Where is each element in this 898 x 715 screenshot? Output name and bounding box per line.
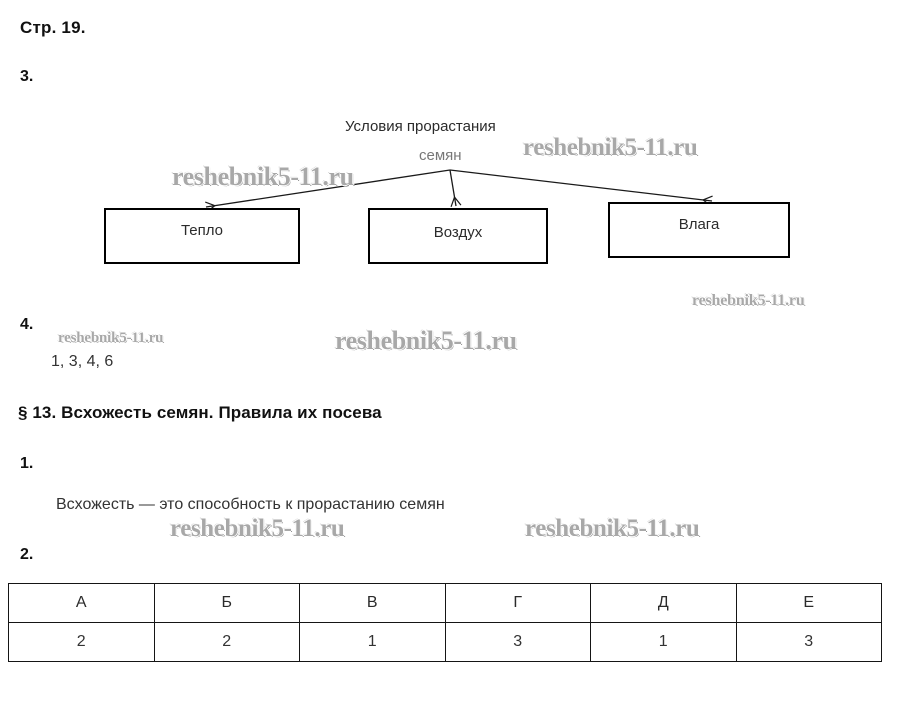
table-header-cell: Г xyxy=(444,583,591,623)
answer-question-4: 1, 3, 4, 6 xyxy=(51,353,114,370)
table-value-cell: 2 xyxy=(8,622,155,662)
table-row-headers: А Б В Г Д Е xyxy=(8,583,882,623)
diagram-node-teplo: Тепло xyxy=(104,208,300,264)
arrow-to-teplo xyxy=(206,169,451,207)
table-header-cell: Д xyxy=(590,583,737,623)
table-header-cell: В xyxy=(299,583,446,623)
diagram-node-teplo-label: Тепло xyxy=(180,221,224,239)
germination-conditions-diagram: Условия прорастания семян Тепло Воздух В… xyxy=(0,100,898,290)
diagram-node-vlaga: Влага xyxy=(608,202,790,258)
arrow-to-vlaga xyxy=(449,169,712,201)
table-header-cell: Б xyxy=(153,583,300,623)
diagram-arrows xyxy=(0,169,898,290)
arrow-to-vozduh xyxy=(449,169,456,206)
answer-table: А Б В Г Д Е 2 2 1 3 1 3 xyxy=(8,583,882,662)
diagram-node-vlaga-label: Влага xyxy=(678,215,720,233)
table-header-cell: Е xyxy=(735,583,882,623)
answer-question-1: Всхожесть — это способность к прорастани… xyxy=(56,496,445,513)
question-number-4: 4. xyxy=(20,316,34,333)
page-label: Стр. 19. xyxy=(20,18,86,37)
diagram-title-line2: семян xyxy=(419,147,462,164)
table-row-values: 2 2 1 3 1 3 xyxy=(8,622,882,662)
table-value-cell: 3 xyxy=(735,622,882,662)
diagram-title-line1: Условия прорастания xyxy=(345,118,496,135)
watermark: reshebnik5-11.ru xyxy=(335,326,517,355)
table-value-cell: 2 xyxy=(153,622,300,662)
diagram-node-vozduh: Воздух xyxy=(368,208,548,264)
table-value-cell: 1 xyxy=(299,622,446,662)
watermark: reshebnik5-11.ru xyxy=(170,515,345,542)
watermark: reshebnik5-11.ru xyxy=(58,330,164,346)
table-value-cell: 1 xyxy=(590,622,737,662)
section-heading: § 13. Всхожесть семян. Правила их посева xyxy=(18,403,382,422)
diagram-node-vozduh-label: Воздух xyxy=(433,223,483,241)
question-number-1: 1. xyxy=(20,455,34,472)
table-value-cell: 3 xyxy=(444,622,591,662)
question-number-3: 3. xyxy=(20,68,34,85)
table-header-cell: А xyxy=(8,583,155,623)
watermark: reshebnik5-11.ru xyxy=(525,515,700,542)
question-number-2: 2. xyxy=(20,546,34,563)
watermark: reshebnik5-11.ru xyxy=(692,292,805,309)
